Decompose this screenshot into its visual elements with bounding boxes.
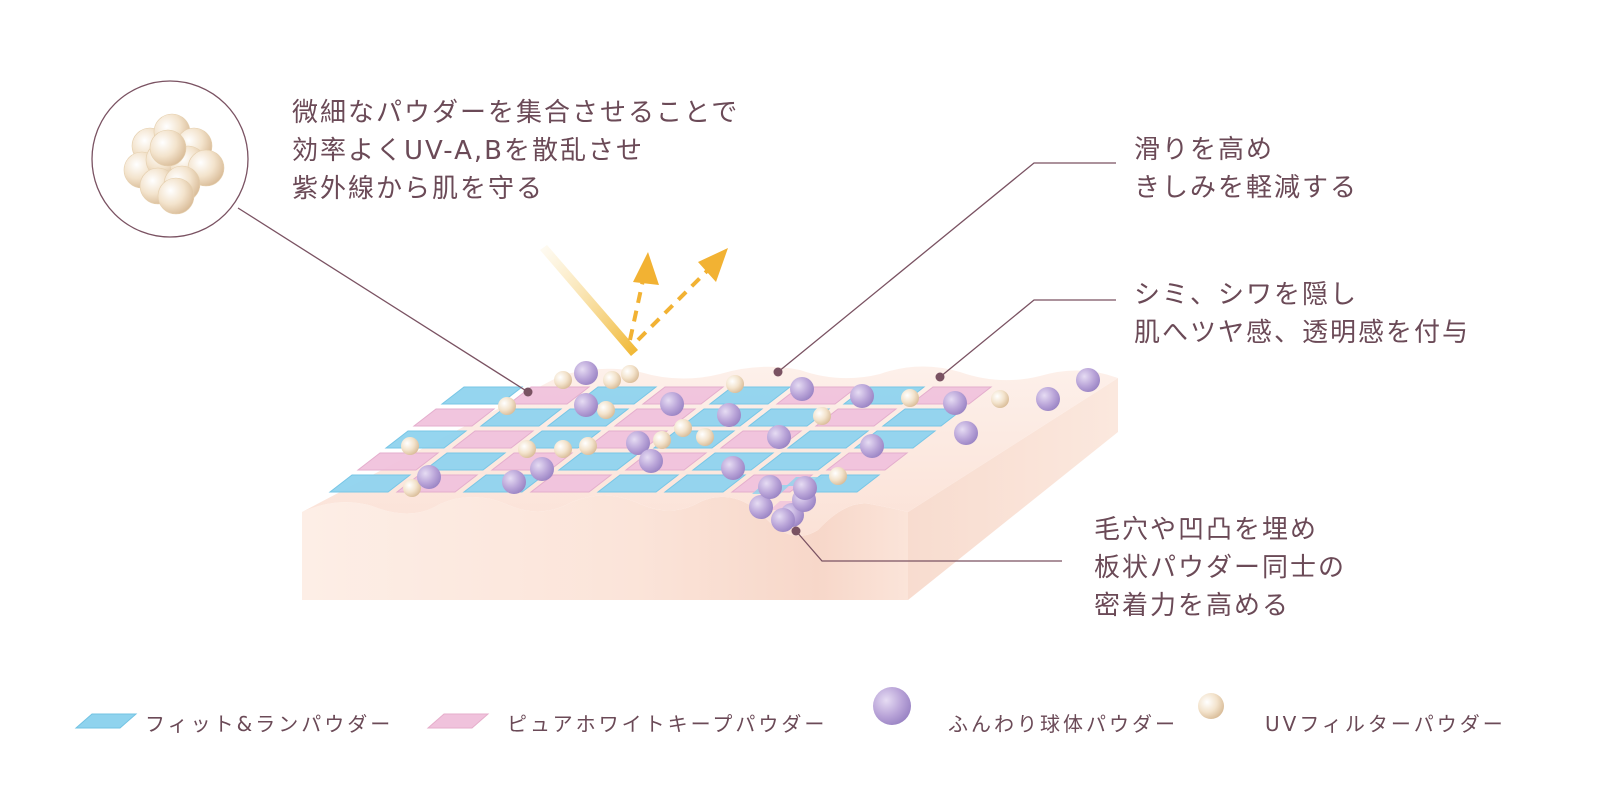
annotation-line: 密着力を高める [1094,591,1291,621]
sphere-particle [574,393,598,417]
sphere-particle [850,384,874,408]
pure-white-plate [529,474,613,493]
reflected-uv-arrow-2 [636,268,710,342]
pure-white-plate [356,452,440,471]
glide-annotation: 滑りを高め きしみを軽減する [1134,131,1358,207]
pure-white-plate [412,408,496,427]
leader-dot-glide [773,367,783,377]
uv-filter-particle [603,371,621,389]
fit-run-plate [596,474,680,493]
sphere-particle [639,449,663,473]
blue-plate-icon [74,713,138,729]
pink-plate-icon [426,713,490,729]
annotation-line: 紫外線から肌を守る [292,174,545,204]
pure-white-plate [825,452,909,471]
sphere-particle [954,421,978,445]
uv-filter-particle [653,431,671,449]
leader-dot-pore [791,526,801,536]
leader-dot-cover [935,372,945,382]
uv-filter-particle [554,371,572,389]
leader-line-pore [795,530,1062,562]
annotation-line: きしみを軽減する [1134,173,1359,203]
sphere-particle [530,457,554,481]
sphere-particle [626,431,650,455]
legend-label-pure-white: ピュアホワイトキープパウダー [507,712,828,736]
uv-filter-particle [991,390,1009,408]
uv-filter-particle [579,437,597,455]
reflected-uv-arrowhead-1 [633,252,659,285]
fit-run-plate [747,408,831,427]
sphere-particle [417,465,441,489]
annotation-line: 毛穴や凹凸を埋め [1094,515,1319,545]
sphere-particle [502,470,526,494]
leader-line-glide [777,162,1116,373]
legend-label-sphere: ふんわり球体パウダー [948,712,1178,736]
legend-label-uv-filter: UVフィルターパウダー [1265,712,1506,736]
uv-filter-particle-cluster-icon [123,113,225,215]
fit-run-plate [328,474,412,493]
uv-filter-particle [696,428,714,446]
uv-filter-particle [726,375,744,393]
cluster-particle [157,177,195,215]
sphere-particle [943,391,967,415]
uv-filter-powder-particles [401,365,1009,497]
sphere-particle [1036,387,1060,411]
uv-filter-particle [554,440,572,458]
skin-block-front [302,495,908,600]
pure-white-plate [451,430,535,449]
reflected-uv-arrow-1 [628,279,645,341]
fit-run-plate [786,430,870,449]
uv-filter-particle [901,389,919,407]
sphere-particle [574,361,598,385]
sphere-particle [758,475,782,499]
sphere-particle [771,508,795,532]
uv-filter-particle [621,365,639,383]
uv-light-beam [540,245,638,356]
sphere-particle [1076,368,1100,392]
beige-sphere-icon [1198,693,1224,719]
leader-dot-uv [523,387,533,397]
uv-scatter-annotation: 微細なパウダーを集合させることで 効率よくUV-A,Bを散乱させ 紫外線から肌を… [292,94,739,208]
fit-run-plate [423,452,507,471]
uv-filter-particle [813,407,831,425]
sphere-particle [749,495,773,519]
sphere-particle [860,434,884,458]
annotation-line: 板状パウダー同士の [1094,553,1347,583]
sphere-particle [660,392,684,416]
fit-run-plate [479,408,563,427]
fit-run-plate [663,474,747,493]
uv-filter-particle [829,467,847,485]
annotation-line: 微細なパウダーを集合させることで [292,98,740,128]
leader-line-cover [939,299,1116,378]
pore-annotation: 毛穴や凹凸を埋め 板状パウダー同士の 密着力を高める [1094,511,1346,625]
uv-filter-particle [401,437,419,455]
annotation-line: 肌へツヤ感、透明感を付与 [1134,318,1471,348]
cluster-particle [149,129,187,167]
cover-annotation: シミ、シワを隠し 肌へツヤ感、透明感を付与 [1134,276,1470,352]
leader-line-uv [237,207,529,393]
legend-label-fit-run: フィット&ランパウダー [145,712,394,736]
reflected-uv-arrowhead-2 [698,248,728,282]
skin-block-side [908,378,1118,600]
uv-filter-particle [498,397,516,415]
uv-filter-particle [403,479,421,497]
sphere-particle [717,403,741,427]
uv-filter-particle [518,440,536,458]
annotation-line: シミ、シワを隠し [1134,280,1359,310]
annotation-line: 滑りを高め [1134,135,1275,165]
sphere-powder-particles [417,361,1100,532]
uv-filter-particle [597,401,615,419]
sphere-particle [721,456,745,480]
uv-filter-particle [674,419,692,437]
sphere-particle [793,476,817,500]
sphere-particle [790,377,814,401]
fit-run-plate [758,452,842,471]
sphere-particle [767,425,791,449]
purple-sphere-icon [873,687,911,725]
annotation-line: 効率よくUV-A,Bを散乱させ [292,136,644,166]
